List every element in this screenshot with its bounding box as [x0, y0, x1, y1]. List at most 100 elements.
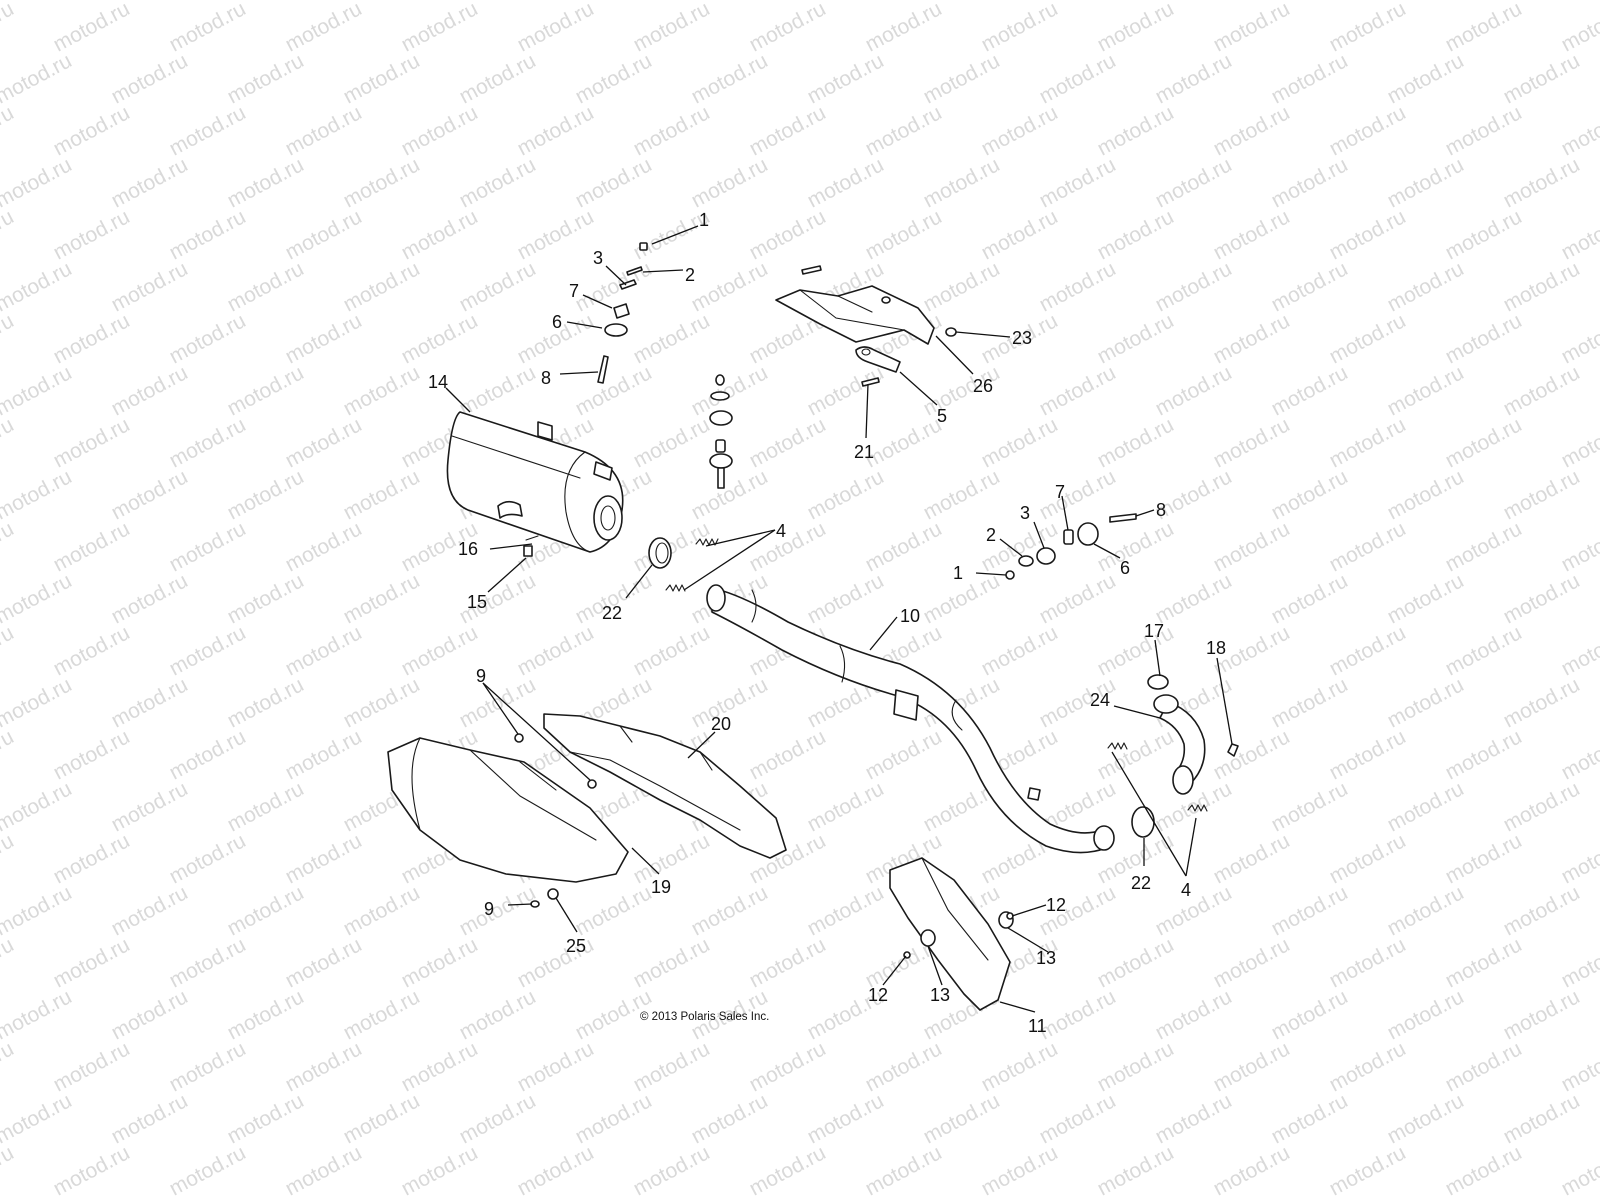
callout-15: 15	[467, 592, 487, 612]
watermark-text: motod.ru	[0, 257, 76, 316]
callout-1: 1	[953, 563, 963, 583]
watermark-text: motod.ru	[108, 361, 192, 420]
watermark-text: motod.ru	[0, 725, 18, 784]
watermark-text: motod.ru	[978, 1037, 1062, 1096]
watermark-text: motod.ru	[166, 1037, 250, 1096]
watermark-text: motod.ru	[514, 1037, 598, 1096]
watermark-text: motod.ru	[166, 933, 250, 992]
watermark-text: motod.ru	[514, 0, 598, 56]
watermark-text: motod.ru	[1210, 725, 1294, 784]
callout-9: 9	[484, 899, 494, 919]
watermark-text: motod.ru	[920, 465, 1004, 524]
bracket-part-5	[801, 265, 901, 387]
watermark-text: motod.ru	[398, 101, 482, 160]
watermark-text: motod.ru	[340, 257, 424, 316]
watermark-text: motod.ru	[862, 1141, 946, 1200]
watermark-text: motod.ru	[1442, 1037, 1526, 1096]
watermark-text: motod.ru	[108, 257, 192, 316]
watermark-text: motod.ru	[1036, 985, 1120, 1044]
watermark-text: motod.ru	[456, 1193, 540, 1200]
callout-17: 17	[1144, 621, 1164, 641]
watermark-text: motod.ru	[456, 881, 540, 940]
watermark-text: motod.ru	[1210, 1141, 1294, 1200]
watermark-text: motod.ru	[340, 49, 424, 108]
watermark-text: motod.ru	[282, 829, 366, 888]
fastener-part-9-25	[514, 733, 597, 908]
callout-20: 20	[711, 714, 731, 734]
callout-5: 5	[937, 406, 947, 426]
callout-8: 8	[1156, 500, 1166, 520]
watermark-text: motod.ru	[572, 153, 656, 212]
mount-hardware-top-left	[597, 242, 648, 384]
watermark-text: motod.ru	[862, 0, 946, 56]
watermark-text: motod.ru	[1036, 153, 1120, 212]
callout-21: 21	[854, 442, 874, 462]
watermark-text: motod.ru	[1268, 465, 1352, 524]
watermark-text: motod.ru	[688, 1193, 772, 1200]
callout-11: 11	[1028, 1016, 1047, 1036]
watermark-text: motod.ru	[572, 361, 656, 420]
callout-18: 18	[1206, 638, 1226, 658]
watermark-text: motod.ru	[50, 0, 134, 56]
watermark-text: motod.ru	[978, 621, 1062, 680]
watermark-text: motod.ru	[1152, 1089, 1236, 1148]
watermark-text: motod.ru	[1384, 673, 1468, 732]
watermark-text: motod.ru	[1268, 1193, 1352, 1200]
watermark-text: motod.ru	[1384, 985, 1468, 1044]
watermark-text: motod.ru	[108, 1193, 192, 1200]
watermark-text: motod.ru	[340, 881, 424, 940]
watermark-text: motod.ru	[1326, 101, 1410, 160]
watermark-text: motod.ru	[108, 985, 192, 1044]
watermark-text: motod.ru	[978, 1141, 1062, 1200]
heat-shield-part-11	[889, 857, 1014, 1011]
watermark-text: motod.ru	[1500, 777, 1584, 836]
callout-10: 10	[900, 606, 920, 626]
watermark-text: motod.ru	[1152, 777, 1236, 836]
watermark-text: motod.ru	[0, 933, 18, 992]
watermark-text: motod.ru	[572, 881, 656, 940]
watermark-text: motod.ru	[1442, 205, 1526, 264]
watermark-text: motod.ru	[340, 985, 424, 1044]
watermark-text: motod.ru	[340, 1089, 424, 1148]
watermark-text: motod.ru	[166, 0, 250, 56]
watermark-text: motod.ru	[166, 725, 250, 784]
watermark-text: motod.ru	[398, 1037, 482, 1096]
watermark-text: motod.ru	[1152, 153, 1236, 212]
watermark-text: motod.ru	[804, 361, 888, 420]
watermark-text: motod.ru	[630, 1037, 714, 1096]
watermark-text: motod.ru	[456, 361, 540, 420]
watermark-text: motod.ru	[50, 933, 134, 992]
watermark-text: motod.ru	[630, 517, 714, 576]
callout-6: 6	[552, 312, 562, 332]
watermark-text: motod.ru	[920, 257, 1004, 316]
watermark-text: motod.ru	[1500, 1089, 1584, 1148]
watermark-text: motod.ru	[1500, 1193, 1584, 1200]
watermark-text: motod.ru	[1500, 985, 1584, 1044]
copyright-notice: © 2013 Polaris Sales Inc.	[640, 1011, 769, 1023]
callout-12: 12	[1046, 895, 1066, 915]
callout-24: 24	[1090, 690, 1110, 710]
watermark-text: motod.ru	[456, 153, 540, 212]
watermark-text: motod.ru	[1094, 933, 1178, 992]
watermark-text: motod.ru	[920, 1193, 1004, 1200]
watermark-text: motod.ru	[1036, 1193, 1120, 1200]
watermark-text: motod.ru	[1558, 517, 1600, 576]
watermark-text: motod.ru	[166, 829, 250, 888]
callout-numbers: 1 2 3 7 6 8 14 16 15 22 4 23 26 5 21 3 7…	[428, 210, 1226, 1036]
watermark-text: motod.ru	[804, 465, 888, 524]
watermark-text: motod.ru	[166, 621, 250, 680]
watermark-text: motod.ru	[166, 101, 250, 160]
watermark-text: motod.ru	[1094, 1141, 1178, 1200]
watermark-text: motod.ru	[1442, 517, 1526, 576]
callout-2: 2	[685, 265, 695, 285]
watermark-text: motod.ru	[108, 49, 192, 108]
watermark-text: motod.ru	[50, 309, 134, 368]
callout-6: 6	[1120, 558, 1130, 578]
watermark-text: motod.ru	[1094, 725, 1178, 784]
watermark-text: motod.ru	[1094, 621, 1178, 680]
watermark-text: motod.ru	[1558, 725, 1600, 784]
watermark-text: motod.ru	[1326, 1141, 1410, 1200]
watermark-text: motod.ru	[1384, 1193, 1468, 1200]
fastener-part-15-16	[523, 535, 539, 557]
watermark-text: motod.ru	[746, 413, 830, 472]
